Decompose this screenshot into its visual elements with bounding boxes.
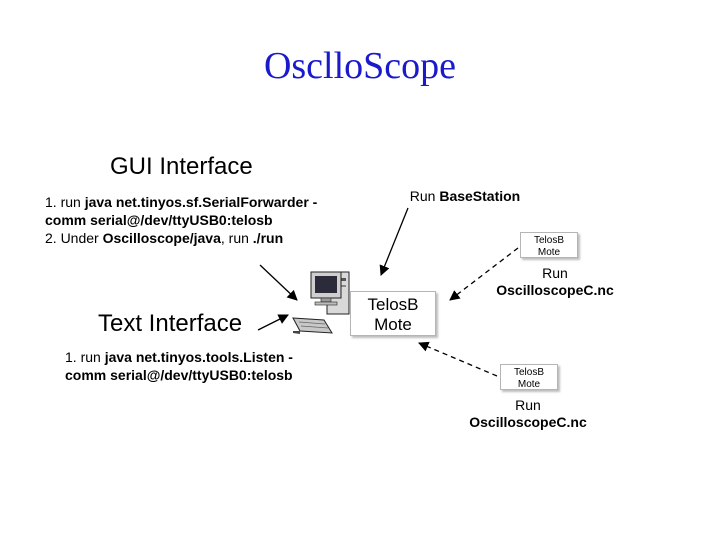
arrow-mote1-to-base <box>449 247 519 301</box>
arrow-gui-to-computer <box>259 264 298 301</box>
arrow-text-to-computer <box>257 314 289 331</box>
text-instructions: 1. run java net.tinyos.tools.Listen - co… <box>65 348 325 384</box>
arrow-basestation <box>379 207 409 276</box>
text-line-1: 1. run java net.tinyos.tools.Listen - <box>65 349 293 365</box>
gui-instructions: 1. run java net.tinyos.sf.SerialForwarde… <box>45 193 345 247</box>
gui-interface-heading: GUI Interface <box>110 153 253 180</box>
gui-line-2: comm serial@/dev/ttyUSB0:telosb <box>45 212 273 228</box>
telosb-mote-box-1: TelosB Mote <box>520 232 578 258</box>
text-line-2: comm serial@/dev/ttyUSB0:telosb <box>65 367 293 383</box>
telosb-mote-box-2: TelosB Mote <box>500 364 558 390</box>
mote-1-run-label: Run OscilloscopeC.nc <box>496 265 614 298</box>
text-interface-heading: Text Interface <box>98 310 243 337</box>
gui-line-1: 1. run java net.tinyos.sf.SerialForwarde… <box>45 194 318 210</box>
run-basestation-label: Run BaseStation <box>409 188 521 204</box>
base-telosb-mote-box: TelosB Mote <box>350 291 436 336</box>
computer-icon <box>292 271 350 334</box>
page-title: OsclloScope <box>263 45 457 87</box>
mote-2-run-label: Run OscilloscopeC.nc <box>469 397 587 430</box>
arrow-mote2-to-base <box>418 341 498 377</box>
gui-line-3: 2. Under Oscilloscope/java, run ./run <box>45 230 284 246</box>
